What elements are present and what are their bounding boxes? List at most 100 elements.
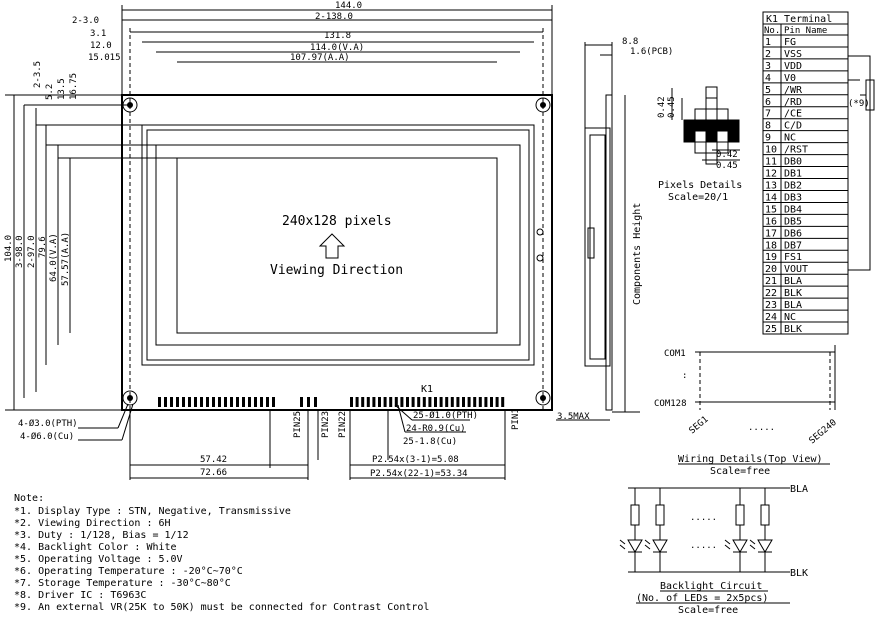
table-row-no: 19 bbox=[765, 252, 777, 263]
connector-pin bbox=[428, 397, 432, 407]
pixel-cell bbox=[705, 108, 718, 121]
table-row-name: /RST bbox=[784, 145, 808, 156]
note-item: *8. Driver IC : T6963C bbox=[14, 590, 146, 601]
led-icon bbox=[619, 539, 643, 553]
mounting-hole-bl bbox=[122, 390, 138, 406]
pixel-cell bbox=[727, 130, 740, 143]
connector-pin bbox=[361, 397, 365, 407]
pixel-cell bbox=[727, 119, 740, 132]
table-row-no: 3 bbox=[765, 61, 771, 72]
connector-pin bbox=[495, 397, 499, 407]
note-item: *2. Viewing Direction : 6H bbox=[14, 518, 171, 529]
pad-callout: 25-Ø1.0(PTH) bbox=[413, 410, 478, 421]
connector-pin bbox=[300, 397, 303, 407]
side-view: 8.8 1.6(PCB) 3.5MAX Components Height bbox=[556, 37, 673, 422]
table-row-no: 4 bbox=[765, 73, 771, 84]
connector-pin bbox=[411, 397, 415, 407]
led-dots: ..... bbox=[690, 541, 717, 551]
mounting-hole-br bbox=[535, 390, 551, 406]
connector-pin bbox=[383, 397, 387, 407]
connector-pin bbox=[182, 397, 185, 407]
dim-label: 114.0(V.A) bbox=[310, 43, 364, 53]
note-item: *7. Storage Temperature : -30°C~80°C bbox=[14, 578, 231, 589]
dim-label: 0.45 bbox=[667, 96, 677, 118]
table-row-no: 2 bbox=[765, 49, 771, 60]
dim-label: 57.42 bbox=[200, 455, 227, 465]
table-row-name: C/D bbox=[784, 121, 802, 132]
connector-pin bbox=[200, 397, 203, 407]
dim-label: 3.1 bbox=[90, 29, 106, 39]
table-row-no: 6 bbox=[765, 97, 771, 108]
dim-label: 57.57(A.A) bbox=[61, 232, 71, 286]
dim-label: P2.54x(22-1)=53.34 bbox=[370, 469, 468, 479]
table-row-name: /RD bbox=[784, 97, 802, 108]
resistor-icon bbox=[630, 504, 640, 526]
dim-label: 16.75 bbox=[69, 73, 79, 100]
table-row-no: 7 bbox=[765, 109, 771, 120]
com-dots: : bbox=[682, 371, 687, 381]
table-row-name: NC bbox=[784, 312, 796, 323]
connector-pin bbox=[248, 397, 251, 407]
pixel-cell bbox=[694, 108, 707, 121]
pixel-detail-scale: Scale=20/1 bbox=[668, 192, 728, 203]
connector-pin bbox=[484, 397, 488, 407]
pixel-cell bbox=[694, 119, 707, 132]
side-pcb bbox=[605, 94, 613, 411]
connector-pin bbox=[389, 397, 393, 407]
dim-label: 8.8 bbox=[622, 37, 638, 47]
pixel-cell bbox=[716, 130, 729, 143]
connector-pin bbox=[266, 397, 269, 407]
dim-label: 131.8 bbox=[324, 31, 351, 41]
com-top-label: COM1 bbox=[664, 349, 686, 359]
table-row-no: 24 bbox=[765, 312, 777, 323]
pin-label: PIN22 bbox=[338, 411, 348, 438]
table-row-no: 10 bbox=[765, 145, 777, 156]
seg-left-label: SEG1 bbox=[688, 415, 711, 437]
connector-pin bbox=[212, 397, 215, 407]
pixel-cell bbox=[716, 108, 729, 121]
wiring-title: Wiring Details(Top View) bbox=[678, 454, 823, 465]
dim-label: 0.42 bbox=[657, 96, 667, 118]
side-hole bbox=[536, 228, 544, 236]
table-row-name: BLA bbox=[784, 300, 802, 311]
table-row-no: 25 bbox=[765, 324, 777, 335]
k1-label: K1 bbox=[421, 384, 433, 395]
table-row-no: 11 bbox=[765, 157, 777, 168]
note-item: *1. Display Type : STN, Negative, Transm… bbox=[14, 506, 291, 517]
connector-pin bbox=[434, 397, 437, 407]
table-row-name: FS1 bbox=[784, 252, 802, 263]
pixel-grid bbox=[683, 86, 740, 165]
pixel-cell bbox=[705, 130, 718, 143]
connector-pin bbox=[230, 397, 233, 407]
dim-label: 72.66 bbox=[200, 468, 227, 478]
connector-pin bbox=[218, 397, 221, 407]
connector-pin bbox=[456, 397, 460, 407]
connector-pin bbox=[194, 397, 197, 407]
dim-label: 3-98.0 bbox=[15, 235, 25, 268]
table-row-name: BLK bbox=[784, 288, 802, 299]
table-row-name: VSS bbox=[784, 49, 802, 60]
table-row-no: 23 bbox=[765, 300, 777, 311]
dim-label: 15.015 bbox=[88, 53, 121, 63]
connector-pins bbox=[158, 397, 505, 407]
pixel-cell bbox=[705, 152, 718, 165]
dim-label: 64.0(V.A) bbox=[49, 233, 59, 282]
connector-pin bbox=[394, 397, 398, 407]
table-row-name: FG bbox=[784, 37, 796, 48]
resistor-icon bbox=[760, 504, 770, 526]
table-row-name: /CE bbox=[784, 109, 802, 120]
side-lcd-glass bbox=[589, 134, 606, 360]
table-row-no: 16 bbox=[765, 216, 777, 227]
pixel-cell bbox=[716, 119, 729, 132]
notes-title: Note: bbox=[14, 493, 44, 504]
connector-pin bbox=[260, 397, 263, 407]
table-row-name: DB5 bbox=[784, 216, 802, 227]
connector-pin bbox=[176, 397, 179, 407]
connector-pin bbox=[355, 397, 359, 407]
connector-pin bbox=[350, 397, 353, 407]
backlight-circuit: .......... BLA BLK Backlight Circuit (No… bbox=[619, 484, 808, 616]
table-row-name: /WR bbox=[784, 85, 803, 96]
backlight-title: Backlight Circuit bbox=[660, 581, 762, 592]
